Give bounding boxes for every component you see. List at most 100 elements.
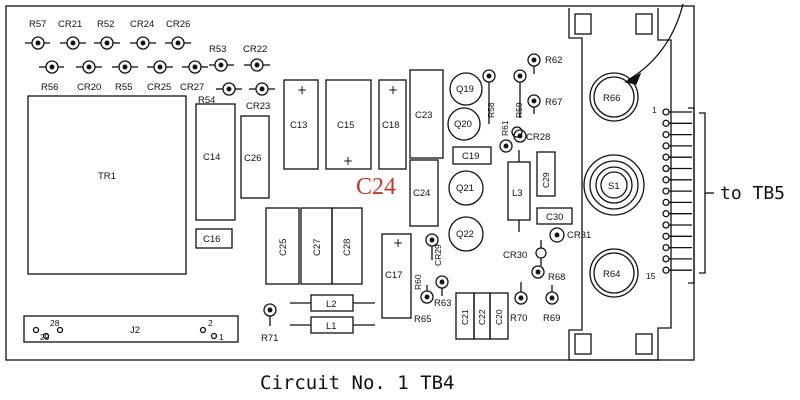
component-row-1 bbox=[25, 36, 191, 50]
bracket-screw-bottom bbox=[574, 333, 592, 355]
label-R69: R69 bbox=[543, 313, 560, 324]
terminal-pin bbox=[662, 210, 670, 218]
label-CR29: CR29 bbox=[433, 244, 443, 266]
label-L1: L1 bbox=[326, 321, 337, 332]
label-J2: J2 bbox=[130, 325, 140, 336]
label-L2: L2 bbox=[326, 299, 337, 310]
label-Q20: Q20 bbox=[454, 119, 472, 130]
label-pin-15: 15 bbox=[646, 271, 656, 281]
label-C24: C24 bbox=[413, 188, 430, 199]
label-R64: R64 bbox=[603, 269, 620, 280]
pad-CR28 bbox=[511, 126, 523, 138]
terminal-pin bbox=[662, 198, 670, 207]
terminal-pins bbox=[662, 108, 692, 274]
label-C17: C17 bbox=[385, 270, 402, 281]
pointer-arrow bbox=[627, 3, 684, 81]
label-C23: C23 bbox=[415, 110, 432, 121]
label-CR25: CR25 bbox=[147, 82, 171, 93]
potentiometer-R64 bbox=[589, 248, 639, 298]
label-R65: R65 bbox=[414, 314, 431, 325]
capacitor-C16 bbox=[195, 228, 233, 249]
label-C20: C20 bbox=[494, 309, 504, 325]
terminal-pin bbox=[662, 176, 670, 184]
capacitor-C17 bbox=[381, 233, 412, 319]
label-C19: C19 bbox=[462, 151, 479, 162]
bracket-screw-top-right bbox=[635, 13, 653, 35]
pad-R68 bbox=[531, 265, 545, 279]
bracket-screw-top bbox=[574, 13, 592, 35]
label-R55: R55 bbox=[115, 82, 132, 93]
label-C30: C30 bbox=[546, 212, 563, 223]
terminal-pin bbox=[662, 221, 670, 229]
potentiometer-R66 bbox=[589, 72, 639, 122]
c18-plus: + bbox=[388, 83, 398, 97]
capacitor-C30 bbox=[536, 207, 573, 225]
label-R70: R70 bbox=[510, 313, 527, 324]
label-C29: C29 bbox=[541, 172, 551, 188]
terminal-pin bbox=[662, 255, 670, 263]
transistor-Q19 bbox=[449, 72, 483, 106]
board-outline bbox=[5, 5, 695, 361]
capacitor-C18 bbox=[378, 79, 407, 170]
capacitor-C25 bbox=[265, 207, 300, 285]
label-C25: C25 bbox=[278, 239, 289, 256]
switch-S1 bbox=[583, 154, 645, 216]
label-CR23: CR23 bbox=[246, 101, 270, 112]
label-CR31: CR31 bbox=[567, 230, 591, 241]
label-R61: R61 bbox=[500, 120, 510, 136]
label-C28: C28 bbox=[342, 239, 353, 256]
label-R56: R56 bbox=[41, 82, 58, 93]
label-R67: R67 bbox=[545, 97, 562, 108]
capacitor-C26 bbox=[240, 115, 270, 199]
pointer-arrow-head bbox=[624, 72, 642, 85]
label-C26: C26 bbox=[244, 153, 261, 164]
component-row-2 bbox=[39, 58, 270, 74]
terminal-pin bbox=[662, 232, 670, 240]
capacitor-C23 bbox=[409, 69, 444, 159]
pad-CR30 bbox=[535, 247, 547, 259]
label-R63: R63 bbox=[434, 298, 451, 309]
label-TR1: TR1 bbox=[98, 171, 116, 182]
transistor-Q21 bbox=[448, 170, 484, 206]
label-L3: L3 bbox=[512, 188, 523, 199]
label-R52: R52 bbox=[97, 19, 114, 30]
transformer-TR1 bbox=[27, 95, 187, 275]
label-j2-28: 28 bbox=[50, 318, 60, 328]
label-CR21: CR21 bbox=[58, 19, 82, 30]
label-R57: R57 bbox=[29, 19, 46, 30]
terminal-pin bbox=[662, 187, 670, 195]
label-CR30: CR30 bbox=[503, 250, 527, 261]
connector-label: to TB5 bbox=[720, 183, 785, 204]
pad-CR31 bbox=[549, 227, 565, 243]
label-j2-1: 1 bbox=[219, 332, 224, 342]
transistor-Q22 bbox=[448, 216, 484, 252]
label-C18: C18 bbox=[382, 120, 399, 131]
label-CR27: CR27 bbox=[180, 82, 204, 93]
label-CR20: CR20 bbox=[77, 82, 101, 93]
terminal-pin bbox=[662, 243, 670, 252]
bracket-screw-bottom-right bbox=[635, 333, 653, 355]
c15-plus: + bbox=[343, 154, 353, 168]
label-C15: C15 bbox=[337, 120, 354, 131]
label-C14: C14 bbox=[203, 152, 220, 163]
label-Q21: Q21 bbox=[456, 183, 474, 194]
capacitor-C15 bbox=[325, 79, 372, 170]
label-C22: C22 bbox=[477, 309, 487, 325]
label-j2-2: 2 bbox=[208, 318, 213, 328]
c13-plus: + bbox=[297, 83, 307, 97]
label-S1: S1 bbox=[608, 181, 620, 192]
pad-R59-bot bbox=[499, 139, 513, 153]
capacitor-C29 bbox=[536, 151, 556, 197]
connector-J2 bbox=[23, 315, 239, 343]
label-C13: C13 bbox=[290, 120, 307, 131]
tb5-brace bbox=[699, 112, 706, 274]
label-j2-29: 29 bbox=[40, 332, 50, 342]
label-Q22: Q22 bbox=[456, 229, 474, 240]
label-C21: C21 bbox=[460, 309, 470, 325]
terminal-pin bbox=[662, 153, 670, 161]
label-Q19: Q19 bbox=[456, 84, 474, 95]
capacitor-C13 bbox=[283, 79, 319, 170]
terminal-pin bbox=[662, 108, 670, 116]
c17-plus: + bbox=[393, 236, 403, 250]
